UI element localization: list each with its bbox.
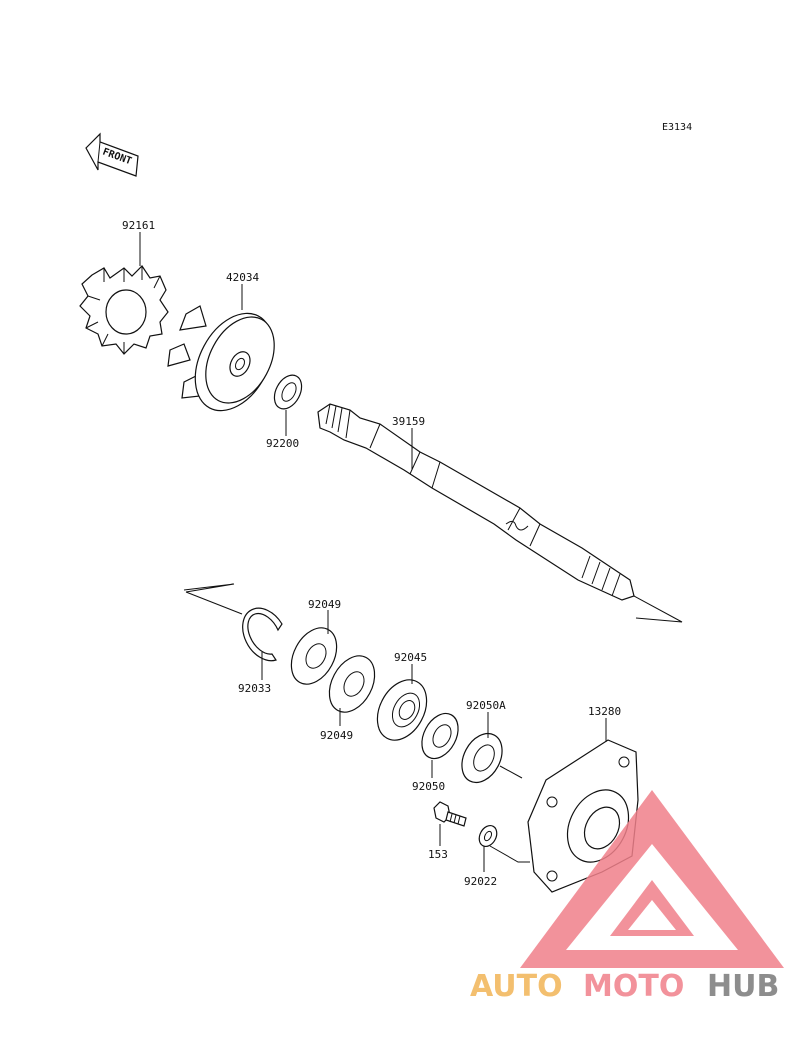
label-92033: 92033 bbox=[238, 682, 271, 695]
label-92200: 92200 bbox=[266, 437, 299, 450]
label-92050: 92050 bbox=[412, 780, 445, 793]
label-42034: 42034 bbox=[226, 271, 259, 284]
triangle-logo-icon bbox=[520, 790, 784, 968]
label-92049-upper: 92049 bbox=[308, 598, 341, 611]
part-153-bolt bbox=[433, 801, 467, 827]
part-92022-washer bbox=[478, 824, 530, 863]
part-92050a-bearing bbox=[461, 732, 523, 784]
part-92200-washer bbox=[273, 374, 303, 410]
part-92049-seal-lower bbox=[328, 655, 376, 713]
part-39159-shaft bbox=[183, 403, 683, 623]
watermark-hub: HUB bbox=[707, 969, 779, 1004]
label-92045: 92045 bbox=[394, 651, 427, 664]
part-92033-snap-ring bbox=[242, 607, 283, 662]
watermark-auto: AUTO bbox=[470, 969, 563, 1004]
label-13280: 13280 bbox=[588, 705, 621, 718]
part-92045-bearing bbox=[376, 679, 428, 741]
watermark-moto: MOTO bbox=[583, 969, 684, 1004]
label-92050a: 92050A bbox=[466, 699, 506, 712]
automotohub-watermark: AUTO MOTO HUB bbox=[470, 790, 784, 1004]
front-arrow-icon: FRONT bbox=[85, 132, 139, 177]
label-39159: 39159 bbox=[392, 415, 425, 428]
label-92161: 92161 bbox=[122, 219, 155, 232]
part-42034-impeller bbox=[167, 305, 275, 412]
label-92049-lower: 92049 bbox=[320, 729, 353, 742]
leader-lines bbox=[139, 232, 607, 872]
diagram-code: E3134 bbox=[662, 122, 692, 133]
part-92049-seal-upper bbox=[290, 627, 338, 685]
label-153: 153 bbox=[428, 848, 448, 861]
part-92050-bearing bbox=[421, 712, 459, 760]
label-92022: 92022 bbox=[464, 875, 497, 888]
part-92161-damper bbox=[79, 265, 169, 355]
